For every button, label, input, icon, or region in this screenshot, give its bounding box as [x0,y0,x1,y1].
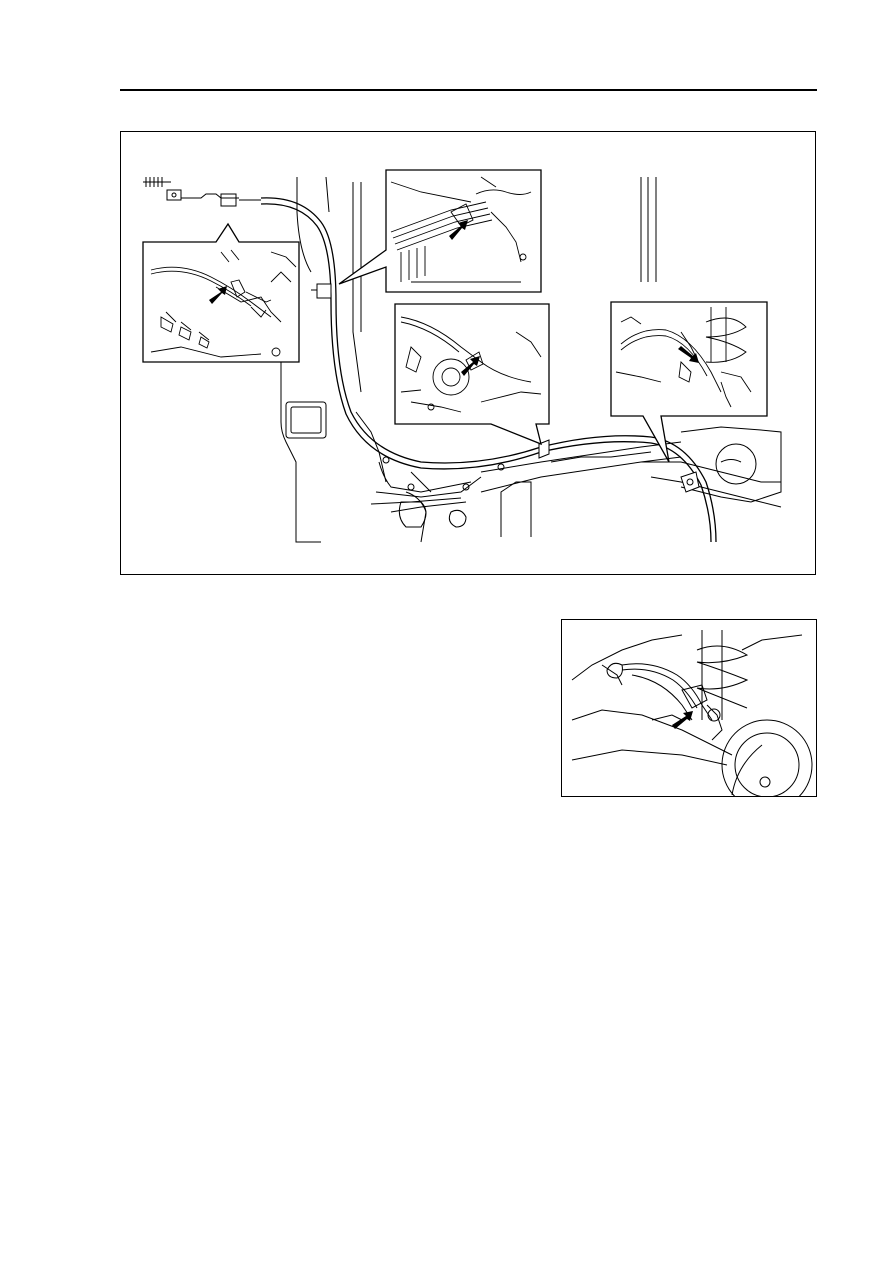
clamp-arrow-icon [209,286,227,304]
parking-brake-cable-routing-illustration [142,169,782,543]
header-rule [120,89,817,91]
clamp-arrow-icon [461,356,480,376]
callout-rear-suspension-clamp [610,301,768,463]
rear-cable-detail-figure [561,619,817,797]
clamp-arrow-icon [672,711,693,729]
clamp-arrow-icon [678,346,699,363]
callout-upper-center-clamp [338,169,542,293]
callout-middle-center-clamp [394,303,550,446]
clamp-arrow-icon [449,220,468,240]
main-figure [120,131,816,575]
rear-brake-cable-connection-illustration [571,630,813,796]
callout-front-lever-clamp [142,222,300,363]
